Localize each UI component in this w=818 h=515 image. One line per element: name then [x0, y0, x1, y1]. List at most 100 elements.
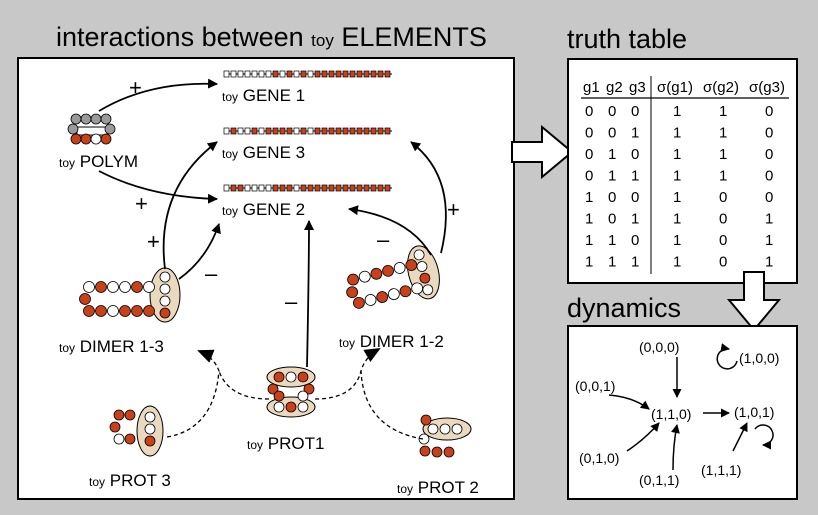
gene2-strand [223, 184, 392, 192]
arrow-dimer12-gene2 [348, 205, 432, 256]
dna-bead [237, 127, 244, 135]
truth-table-cell: 1 [608, 146, 616, 163]
dna-bead [370, 184, 377, 192]
dna-bead [223, 70, 230, 78]
arrow-polym-gene2 [98, 170, 218, 204]
dna-bead [293, 70, 300, 78]
dna-bead [307, 127, 314, 135]
dna-bead [363, 70, 370, 78]
gene3-label: toy GENE 3 [222, 143, 305, 162]
dna-bead [237, 70, 244, 78]
dna-bead [272, 184, 279, 192]
dna-bead [300, 184, 307, 192]
dynamics-title: dynamics [567, 293, 682, 323]
truth-table-cell: 1 [673, 168, 681, 185]
edge-111-101 [732, 422, 748, 452]
dimer13-label: toy DIMER 1-3 [59, 337, 164, 356]
gene1-strand [223, 70, 392, 78]
dna-bead [384, 127, 391, 135]
dna-bead [286, 184, 293, 192]
dna-bead [272, 127, 279, 135]
truth-table-cell: 1 [608, 254, 616, 271]
truth-table-cell: 1 [631, 254, 639, 271]
dynamics-graph: (0,0,0) (0,0,1) (1,1,0) (1,0,1) (1,0,0) … [575, 339, 779, 488]
dna-bead [258, 184, 265, 192]
dna-bead [300, 70, 307, 78]
truth-table-cell: 0 [585, 125, 593, 142]
truth-table-cell: 1 [673, 146, 681, 163]
dna-bead [279, 184, 286, 192]
truth-table-cell: 1 [673, 189, 681, 206]
dna-bead [251, 184, 258, 192]
dna-bead [265, 184, 272, 192]
self-loop-101 [754, 424, 774, 450]
truth-table-header-cell: σ(g1) [657, 79, 693, 96]
dna-bead [328, 127, 335, 135]
truth-table-cell: 0 [585, 103, 593, 120]
gene1-label: toy GENE 1 [222, 86, 305, 105]
truth-table-cell: 1 [585, 232, 593, 249]
dna-bead [293, 184, 300, 192]
dashed-to-dimer13 [166, 349, 220, 438]
truth-table-cell: 1 [608, 232, 616, 249]
arrow-prot1-gene2 [303, 220, 314, 368]
sign-polym-gene1: + [129, 75, 142, 100]
dna-bead [300, 127, 307, 135]
truth-table-cell: 0 [585, 168, 593, 185]
dna-bead [349, 70, 356, 78]
state-110: (1,1,0) [651, 406, 691, 422]
dna-bead [349, 127, 356, 135]
truth-table-cell: 1 [673, 125, 681, 142]
dna-bead [335, 127, 342, 135]
dna-bead [356, 70, 363, 78]
truth-table-header-cell: σ(g3) [749, 79, 785, 96]
dna-bead [307, 184, 314, 192]
truth-table-header-cell: g1 [583, 79, 600, 96]
dna-bead [265, 127, 272, 135]
dna-bead [307, 70, 314, 78]
dna-bead [279, 127, 286, 135]
state-000: (0,0,0) [639, 339, 679, 355]
truth-table-cell: 1 [719, 103, 727, 120]
dna-bead [223, 184, 230, 192]
truth-table-cell: 0 [719, 232, 727, 249]
truth-table-cell: 0 [631, 232, 639, 249]
truth-table-cell: 0 [608, 125, 616, 142]
truth-table-cell: 0 [608, 103, 616, 120]
state-001: (0,0,1) [575, 378, 615, 394]
dna-bead [363, 127, 370, 135]
dna-bead [342, 127, 349, 135]
dna-bead [356, 184, 363, 192]
state-100: (1,0,0) [739, 350, 779, 366]
truth-table-cell: 1 [585, 189, 593, 206]
sign-dimer12-gene2: – [377, 227, 390, 252]
interactions-title-suffix: ELEMENTS [341, 22, 487, 52]
edge-011-110 [671, 424, 680, 471]
dna-bead [384, 184, 391, 192]
truth-table-cell: 0 [765, 103, 773, 120]
truth-table-cell: 1 [673, 211, 681, 228]
prot2-molecule [418, 414, 472, 458]
truth-table-cell: 1 [608, 168, 616, 185]
truth-table-cell: 1 [631, 125, 639, 142]
truth-table-cell: 0 [608, 189, 616, 206]
gene3-strand [223, 127, 392, 135]
dna-bead [230, 127, 237, 135]
truth-table-cell: 0 [719, 211, 727, 228]
polym-molecule [67, 113, 116, 145]
dna-bead [244, 184, 251, 192]
dna-bead [265, 70, 272, 78]
dimer12-label: toy DIMER 1-2 [339, 332, 444, 351]
dashed-prot1-right [314, 370, 362, 400]
dna-bead [258, 70, 265, 78]
dna-bead [335, 184, 342, 192]
dna-bead [335, 70, 342, 78]
dashed-to-dimer12 [360, 348, 424, 440]
truth-table-header-cell: g2 [606, 79, 623, 96]
truth-table-cell: 0 [631, 103, 639, 120]
arrow-dimer13-gene2 [178, 223, 221, 280]
dna-bead [251, 70, 258, 78]
dna-bead [384, 70, 391, 78]
